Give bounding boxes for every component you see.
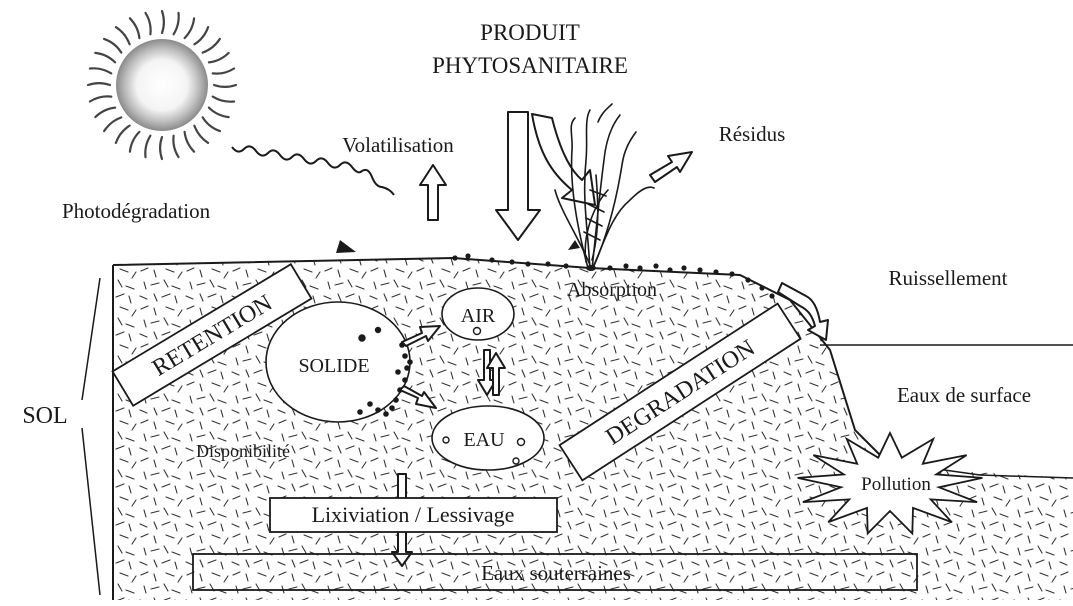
air-label: AIR [461,305,496,327]
product-title-line1: PRODUIT [480,20,580,45]
eau-label: EAU [463,429,505,451]
solide-label: SOLIDE [298,355,369,377]
pollution-label: Pollution [861,474,931,495]
lixiviation-label: Lixiviation / Lessivage [312,502,515,527]
photodegradation-label: Photodégradation [62,199,211,223]
eaux-de-surface-label: Eaux de surface [897,383,1031,407]
absorption-label: Absorption [567,279,657,301]
ruissellement-label: Ruissellement [889,266,1008,290]
product-title-line2: PHYTOSANITAIRE [432,53,628,78]
photodegradation-arrow [232,146,394,253]
residus-label: Résidus [719,122,786,146]
sol-bracket [82,278,100,595]
eaux-souterraines-label: Eaux souterraines [481,561,631,585]
volatilisation-label: Volatilisation [342,133,454,157]
sun-icon [88,11,236,159]
disponibilite-label: Disponibilité [196,441,290,461]
lixiviation-box: Lixiviation / Lessivage [270,498,557,532]
sol-label: SOL [22,403,67,429]
